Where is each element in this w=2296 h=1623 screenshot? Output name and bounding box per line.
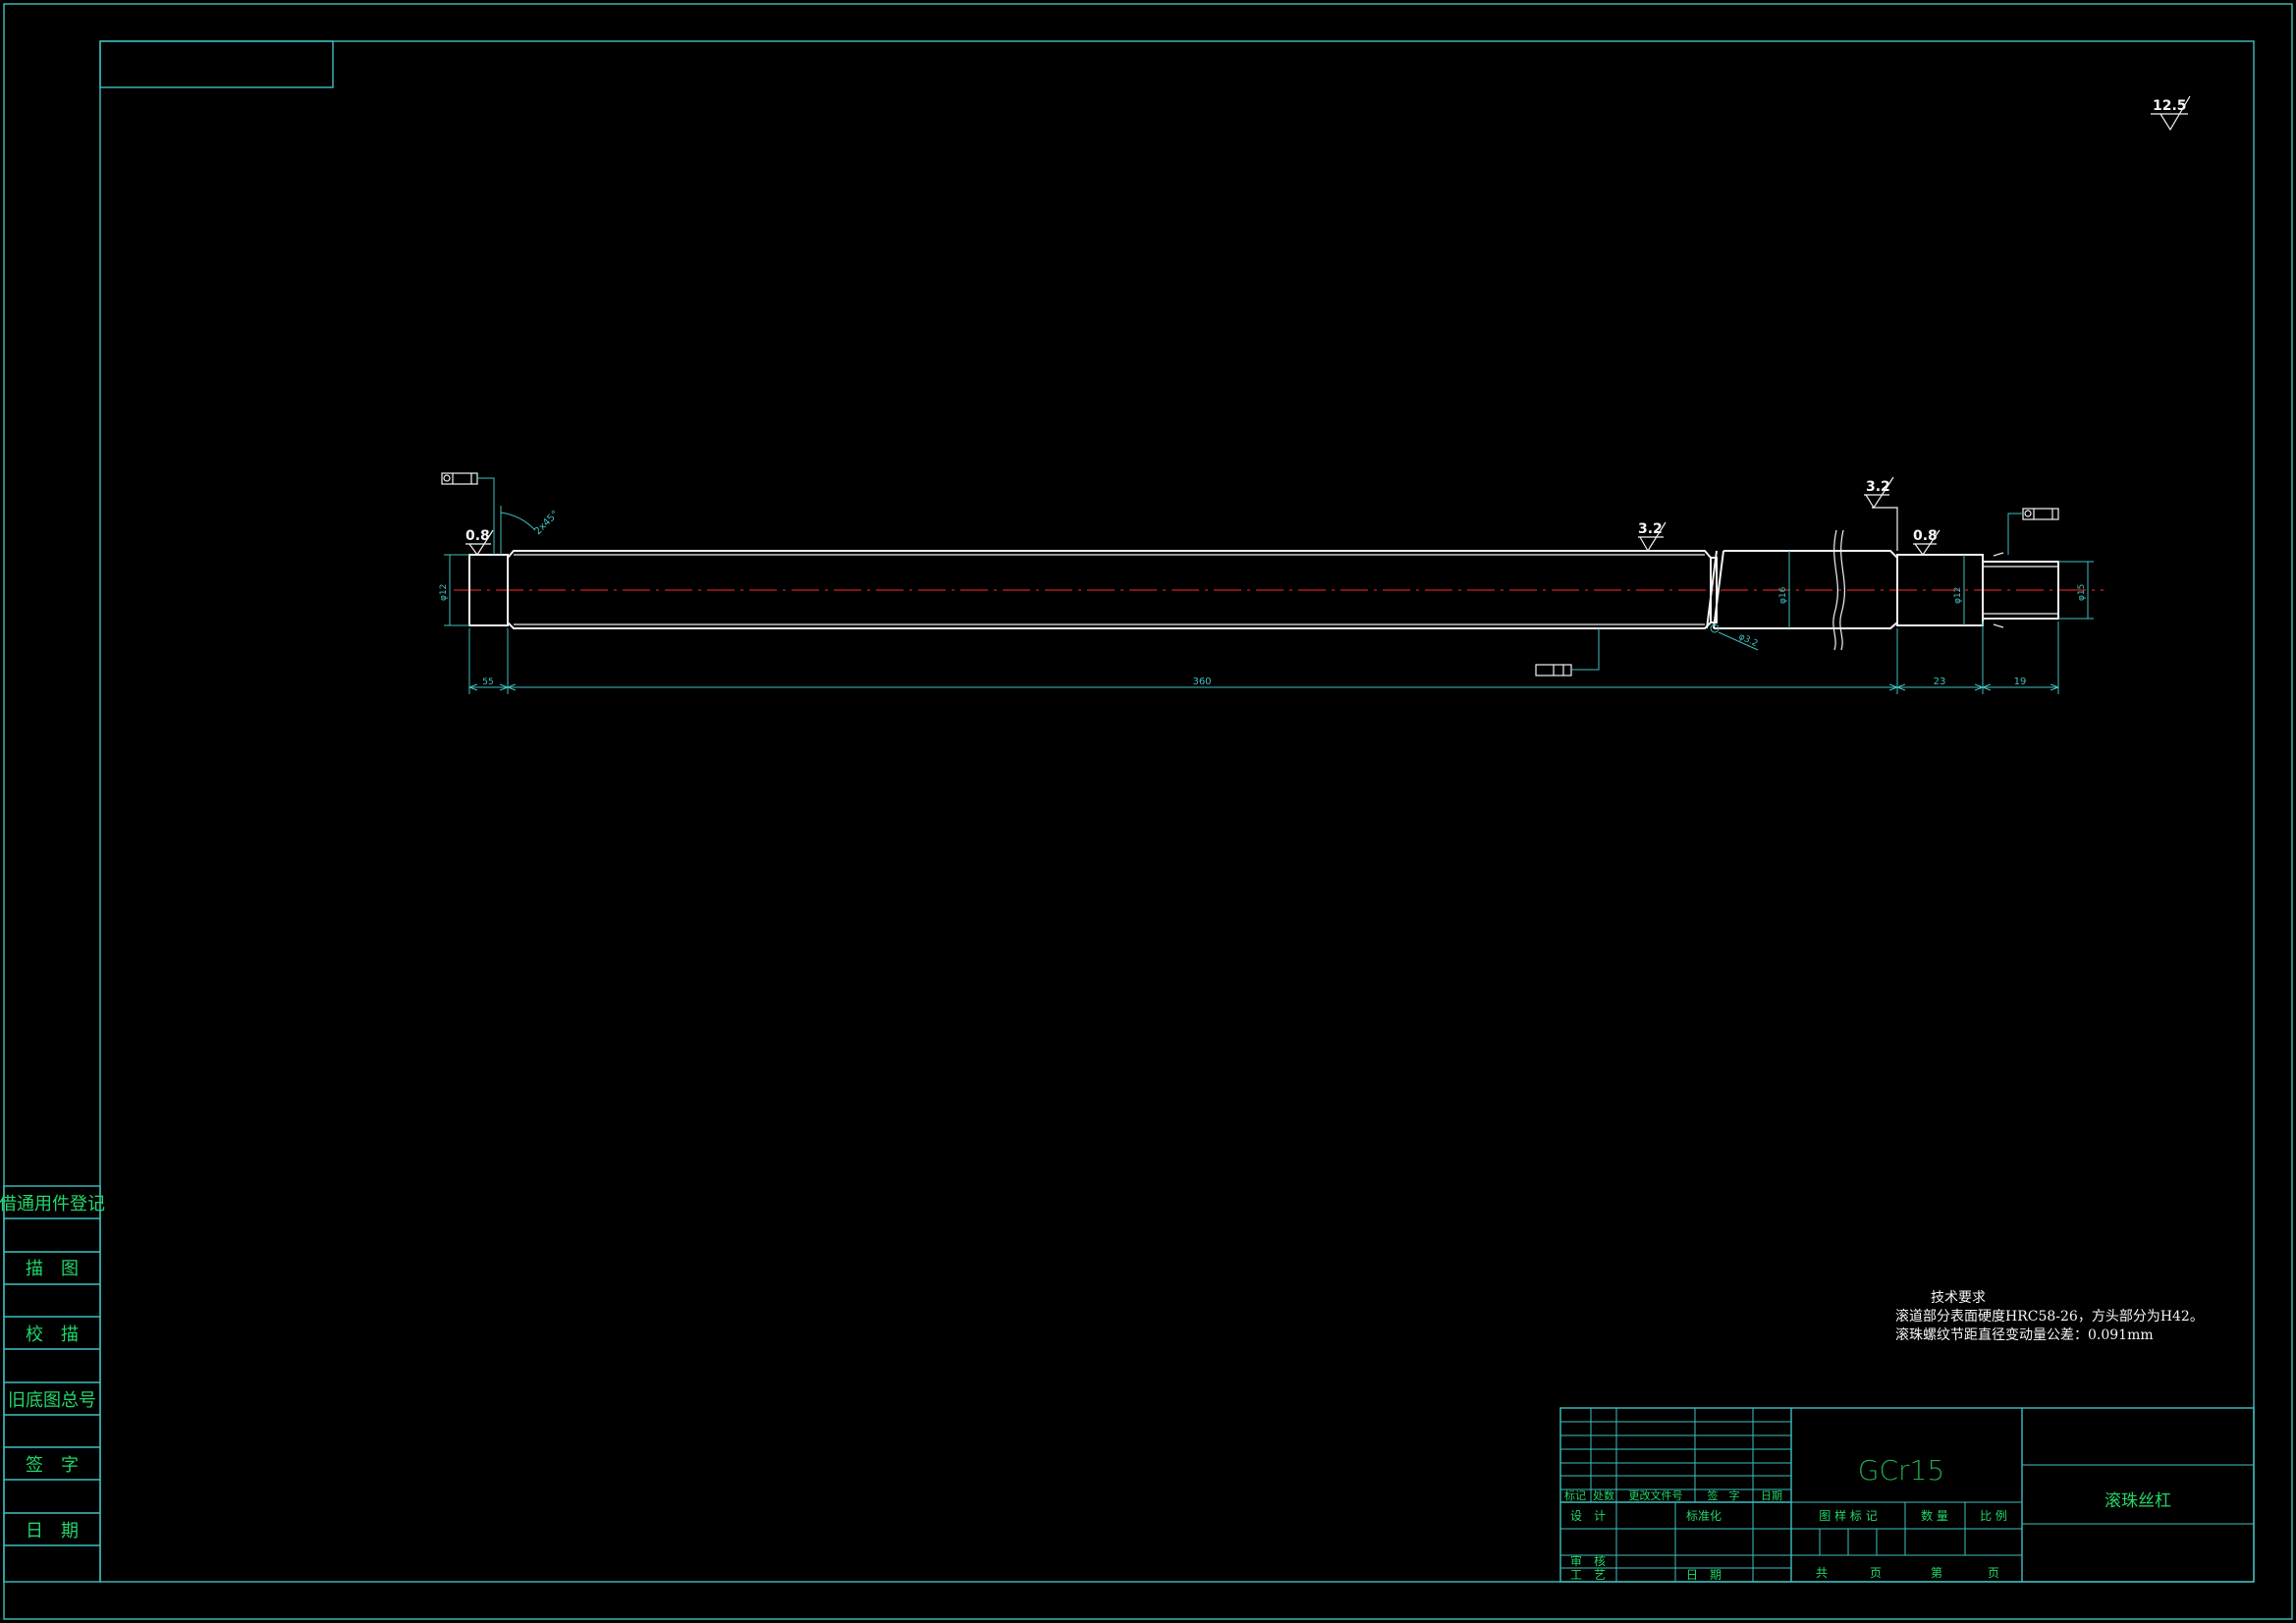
tb-header-4: 签 字 [1708,1488,1740,1502]
dim-360: 360 [1192,676,1211,687]
roughness-thread: 3.2 [1638,521,1667,553]
side-row-1: 借通用件登记 [0,1194,105,1215]
side-row-5: 签 字 [26,1455,79,1476]
tb-sheet-total: 共 [1816,1566,1828,1580]
svg-text:0.8: 0.8 [465,528,490,544]
dim-55: 55 [482,677,493,687]
tb-sign-review: 审 核 [1570,1553,1606,1568]
tb-header-3: 更改文件号 [1629,1488,1683,1502]
tech-requirements: 技术要求 滚道部分表面硬度HRC58-26，方头部分为H42。 滚珠螺纹节距直径… [1895,1290,2204,1343]
title-block: 标记 处数 更改文件号 签 字 日期 设 计 标准化 审 核 工 艺 日 期 G… [1559,1407,2255,1583]
tb-header-5: 日期 [1761,1489,1782,1502]
tb-info-drawing-mark: 图 样 标 记 [1819,1508,1877,1523]
tb-sign-design: 设 计 [1570,1509,1606,1523]
svg-text:0.8: 0.8 [1913,528,1938,544]
break-line [1832,529,1838,651]
tolerance-frame-left [441,472,495,555]
roughness-general: 12.5 [2151,95,2191,132]
svg-text:3.2: 3.2 [1638,521,1663,537]
dim-dia-left: φ12 [439,584,449,601]
tb-sign-process: 工 艺 [1570,1568,1606,1582]
dim-chamfer: 2x45° [532,509,561,537]
tb-sheet-no: 第 [1931,1566,1942,1580]
tb-info-scale: 比 例 [1980,1509,2007,1523]
tb-sheet-page2: 页 [1988,1566,1999,1580]
inner-frame [99,40,2255,1583]
tech-line-2: 滚珠螺纹节距直径变动量公差：0.091mm [1895,1326,2154,1343]
tech-heading: 技术要求 [1931,1290,1986,1306]
dim-dia-thread: φ16 [1778,586,1788,604]
top-left-tag-box [99,40,334,88]
tb-sign-date: 日 期 [1686,1568,1722,1582]
dim-23: 23 [1934,676,1946,687]
dim-groove: φ3.2 [1737,632,1760,650]
tolerance-frame-right [2007,508,2059,555]
tb-header-2: 处数 [1593,1489,1614,1502]
side-row-4: 旧底图总号 [8,1390,96,1411]
tb-sign-std: 标准化 [1686,1509,1722,1523]
dim-19: 19 [2014,676,2027,687]
tb-info-qty: 数 量 [1921,1508,1948,1523]
svg-text:12.5: 12.5 [2153,98,2187,114]
shaft-part: 55 360 23 19 φ12 φ16 φ12 φ15 2x45° φ3.2 [439,472,2104,694]
runout-frame [1535,628,1600,676]
tb-part-name: 滚珠丝杠 [2105,1491,2171,1511]
side-panel: 借通用件登记 描 图 校 描 旧底图总号 签 字 日 期 [0,1185,105,1583]
right-journal [1896,554,1984,626]
side-row-2: 描 图 [26,1259,79,1279]
side-row-3: 校 描 [26,1325,79,1345]
outer-border [3,3,2293,1620]
dim-dia-right: φ12 [1953,587,1963,604]
tb-header-1: 标记 [1564,1488,1586,1502]
tech-line-1: 滚道部分表面硬度HRC58-26，方头部分为H42。 [1895,1308,2204,1325]
roughness-right: 0.8 [1913,528,1941,557]
roughness-thread-end: 3.2 [1864,476,1898,551]
tb-material: GCr15 [1858,1454,1944,1487]
side-row-6: 日 期 [26,1521,79,1542]
tb-sheet-page1: 页 [1870,1566,1882,1580]
roughness-left: 0.8 [465,528,494,557]
dim-dia-end: φ15 [2077,584,2087,601]
